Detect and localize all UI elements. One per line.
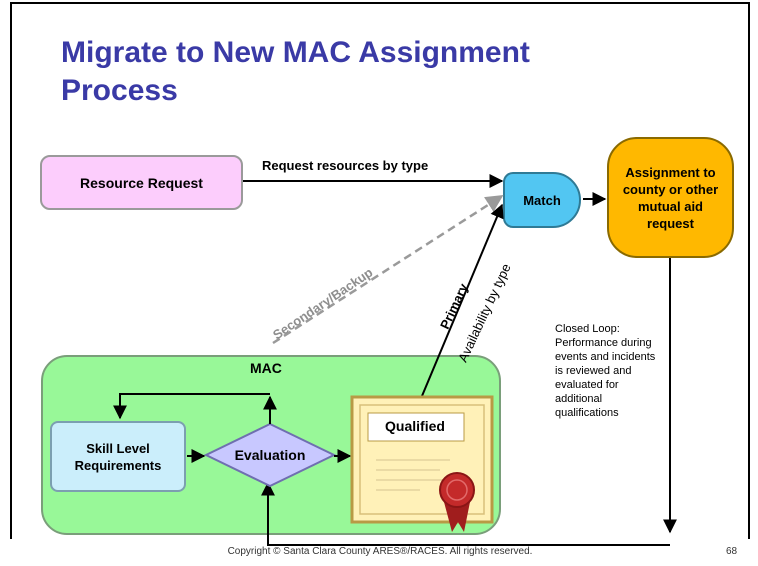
request-resources-label: Request resources by type (262, 158, 429, 173)
skill-level-label: Skill Level Requirements (74, 440, 162, 473)
skill-level-node: Skill Level Requirements (50, 421, 186, 492)
copyright-footer: Copyright © Santa Clara County ARES®/RAC… (227, 546, 533, 557)
secondary-backup-arrow (272, 194, 504, 345)
closed-loop-note: Closed Loop: Performance during events a… (555, 323, 656, 419)
match-node: Match (503, 172, 581, 228)
primary-arrow (421, 203, 504, 397)
mac-label: MAC (250, 360, 282, 376)
slide-frame (10, 2, 750, 539)
feedback-loop-to-skill (113, 393, 270, 420)
resource-request-label: Resource Request (80, 174, 203, 191)
slide-title: Migrate to New MAC Assignment Process (61, 36, 530, 107)
closed-loop-return (261, 481, 670, 546)
resource-request-node: Resource Request (40, 155, 243, 210)
certificate-graphic (350, 395, 494, 532)
evaluation-diamond (203, 422, 337, 488)
assignment-label: Assignment to county or other mutual aid… (622, 164, 719, 231)
match-label: Match (523, 192, 561, 208)
seal-icon (439, 472, 475, 508)
page-number: 68 (726, 546, 738, 557)
evaluation-label: Evaluation (234, 447, 306, 463)
qualified-label: Qualified (385, 418, 445, 434)
assignment-node: Assignment to county or other mutual aid… (607, 137, 734, 258)
